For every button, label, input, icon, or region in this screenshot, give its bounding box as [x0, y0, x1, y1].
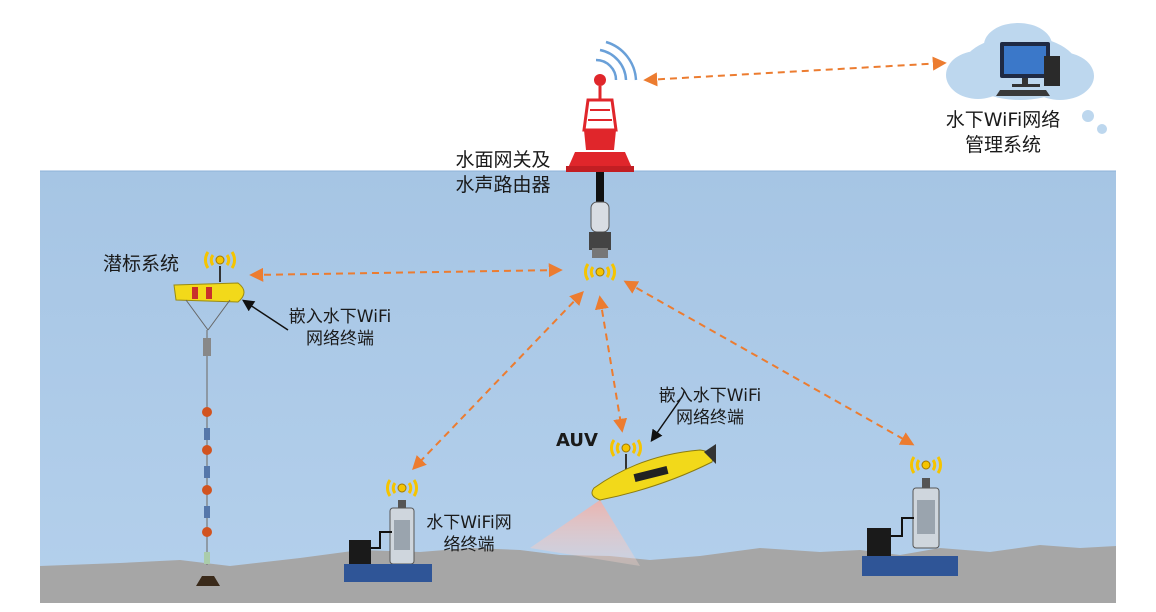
terminal-label: 水下WiFi网 络终端: [414, 512, 524, 556]
pointer-arrow: [241, 299, 289, 331]
terminal-label-line1: 水下WiFi网: [426, 513, 512, 533]
auv-icon: [530, 438, 716, 566]
terminal-icon: [862, 455, 958, 576]
pointer-arrow: [650, 399, 681, 442]
terminal-icon: [344, 478, 432, 582]
embed-terminal-auv-line1: 嵌入水下WiFi: [658, 386, 762, 406]
auv-label-text: AUV: [556, 430, 598, 451]
router-icon: [589, 201, 611, 258]
buoy-icon: [566, 40, 638, 202]
embed-terminal-mooring-label: 嵌入水下WiFi 网络终端: [270, 306, 410, 350]
cloud-computer-icon: [946, 23, 1107, 134]
gateway-label-line2: 水声路由器: [455, 174, 551, 196]
mooring-label: 潜标系统: [103, 252, 179, 277]
mooring-float-icon: [173, 250, 245, 565]
embed-terminal-mooring-line1: 嵌入水下WiFi: [288, 307, 392, 327]
embed-terminal-auv-line2: 网络终端: [676, 408, 744, 428]
seabed: [40, 545, 1116, 603]
mgmt-system-label-line2: 管理系统: [964, 134, 1041, 156]
terminal-label-line2: 络终端: [443, 535, 495, 555]
embed-terminal-auv-label: 嵌入水下WiFi 网络终端: [640, 385, 780, 429]
anchor-icon: [196, 576, 220, 586]
mgmt-system-label: 水下WiFi网络 管理系统: [928, 108, 1078, 158]
link-arrows: [249, 56, 947, 471]
mooring-label-text: 潜标系统: [103, 253, 180, 275]
auv-label: AUV: [556, 428, 598, 453]
gateway-label-line1: 水面网关及: [455, 149, 551, 171]
mgmt-system-label-line1: 水下WiFi网络: [945, 109, 1061, 131]
embed-terminal-mooring-line2: 网络终端: [306, 329, 374, 349]
gateway-label: 水面网关及 水声路由器: [438, 148, 568, 198]
